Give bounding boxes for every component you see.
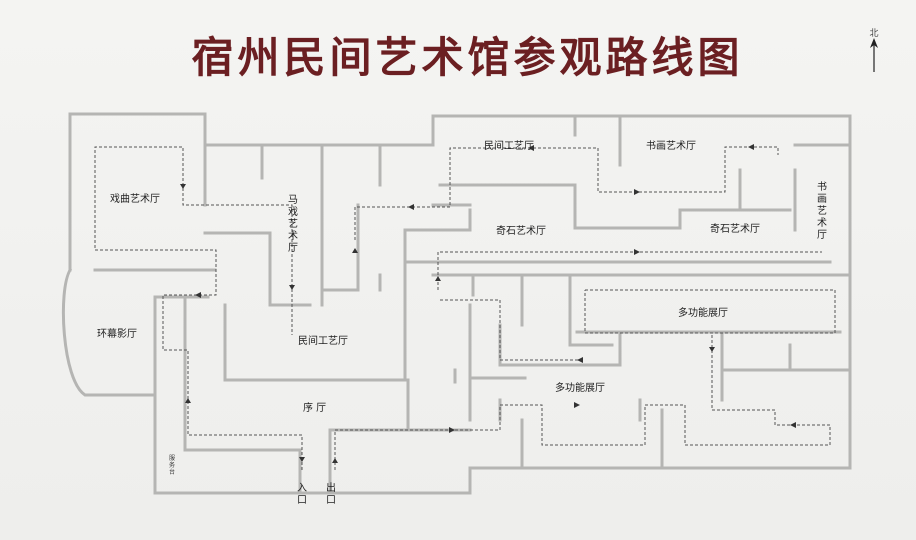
arrow-icon — [574, 402, 580, 408]
room-folk-craft-hall-bottom: 民间工艺厅 — [298, 336, 348, 347]
arrow-icon — [449, 427, 455, 433]
room-prelude-hall: 序 厅 — [303, 403, 327, 414]
room-multi-hall-lower: 多功能展厅 — [555, 383, 605, 394]
room-rare-stone-hall-left: 奇石艺术厅 — [496, 226, 546, 237]
entrance-label: 入口 — [297, 483, 307, 506]
compass-label: 北 — [869, 29, 879, 39]
room-folk-craft-hall-top: 民间工艺厅 — [484, 141, 534, 152]
arrow-icon — [790, 422, 796, 428]
arrow-icon — [289, 285, 295, 290]
route-arrows — [180, 144, 796, 463]
arrow-icon — [185, 398, 191, 403]
compass: 北 — [862, 26, 886, 76]
walls — [61, 112, 852, 495]
arrow-icon — [435, 276, 441, 281]
exit-label: 出口 — [326, 483, 336, 506]
arrow-icon — [299, 457, 305, 462]
arrow-icon — [180, 184, 186, 189]
arrow-icon — [634, 189, 640, 195]
room-calligraphy-hall-top: 书画艺术厅 — [646, 141, 696, 152]
north-arrow-icon — [870, 38, 878, 72]
room-rare-stone-hall-right: 奇石艺术厅 — [710, 224, 760, 235]
arrow-icon — [709, 347, 715, 352]
arrow-icon — [332, 458, 338, 463]
map-title: 宿州民间艺术馆参观路线图 — [191, 33, 744, 82]
room-circus-hall: 马戏艺术厅 — [288, 195, 298, 254]
arrow-icon — [634, 249, 640, 255]
arrow-icon — [528, 145, 534, 151]
arrow-icon — [352, 248, 358, 253]
arrow-icon — [195, 292, 201, 298]
arrow-icon — [408, 204, 414, 210]
room-multi-hall-upper: 多功能展厅 — [678, 308, 728, 319]
room-opera-hall: 戏曲艺术厅 — [110, 194, 160, 205]
room-calligraphy-hall-side: 书画艺术厅 — [817, 182, 827, 241]
room-panorama-hall: 环幕影厅 — [97, 329, 137, 340]
arrow-icon — [748, 144, 754, 150]
service-desk: 服务台 — [168, 455, 175, 476]
arrow-icon — [577, 357, 583, 363]
